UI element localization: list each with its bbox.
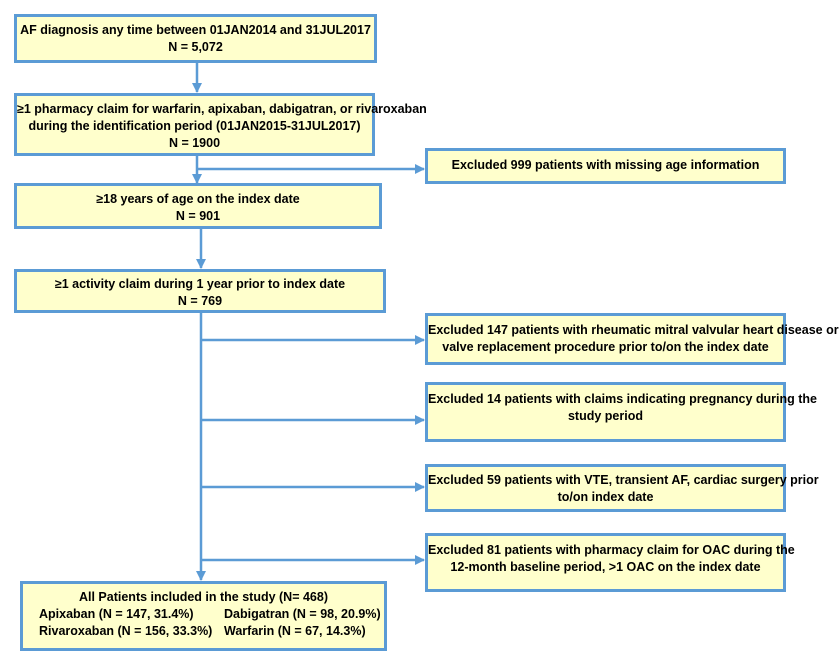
box-exclusion-vte: Excluded 59 patients with VTE, transient… <box>425 464 819 512</box>
box-exclusion-missing-age: Excluded 999 patients with missing age i… <box>425 148 786 184</box>
box-line: during the identification period (01JAN2… <box>28 119 361 133</box>
rivaroxaban-count: Rivaroxaban (N = 156, 33.3%) <box>39 624 213 638</box>
box-activity-claim: ≥1 activity claim during 1 year prior to… <box>14 269 386 313</box>
box-pharmacy-claim: ≥1 pharmacy claim for warfarin, apixaban… <box>14 93 427 156</box>
box-line: ≥1 pharmacy claim for warfarin, apixaban… <box>17 102 427 116</box>
final-title: All Patients included in the study (N= 4… <box>78 590 328 604</box>
box-line: N = 769 <box>177 294 223 308</box>
box-exclusion-oac: Excluded 81 patients with pharmacy claim… <box>425 533 795 592</box>
apixaban-count: Apixaban (N = 147, 31.4%) <box>39 607 194 621</box>
box-line: 12-month baseline period, >1 OAC on the … <box>450 560 761 574</box>
box-line: valve replacement procedure prior to/on … <box>442 340 769 354</box>
box-exclusion-pregnancy: Excluded 14 patients with claims indicat… <box>425 382 817 442</box>
box-line: study period <box>567 409 643 423</box>
box-line: Excluded 59 patients with VTE, transient… <box>428 473 819 487</box>
box-line: ≥18 years of age on the index date <box>96 192 300 206</box>
box-age: ≥18 years of age on the index date N = 9… <box>14 183 382 229</box>
box-exclusion-rheumatic: Excluded 147 patients with rheumatic mit… <box>425 313 839 365</box>
box-line: Excluded 14 patients with claims indicat… <box>428 392 817 406</box>
box-line: to/on index date <box>557 490 654 504</box>
box-line: N = 5,072 <box>168 40 223 54</box>
dabigatran-count: Dabigatran (N = 98, 20.9%) <box>224 607 381 621</box>
box-line: AF diagnosis any time between 01JAN2014 … <box>20 23 371 37</box>
flow-arrows <box>192 62 425 581</box>
box-line: N = 1900 <box>168 136 221 150</box>
box-line: N = 901 <box>175 209 221 223</box>
box-all-patients: All Patients included in the study (N= 4… <box>20 581 387 651</box>
warfarin-count: Warfarin (N = 67, 14.3%) <box>224 624 366 638</box>
box-line: Excluded 81 patients with pharmacy claim… <box>428 543 795 557</box>
box-line: ≥1 activity claim during 1 year prior to… <box>54 277 346 291</box>
box-line: Excluded 147 patients with rheumatic mit… <box>428 323 839 337</box>
box-af-diagnosis: AF diagnosis any time between 01JAN2014 … <box>14 14 377 63</box>
box-line: Excluded 999 patients with missing age i… <box>451 158 760 172</box>
